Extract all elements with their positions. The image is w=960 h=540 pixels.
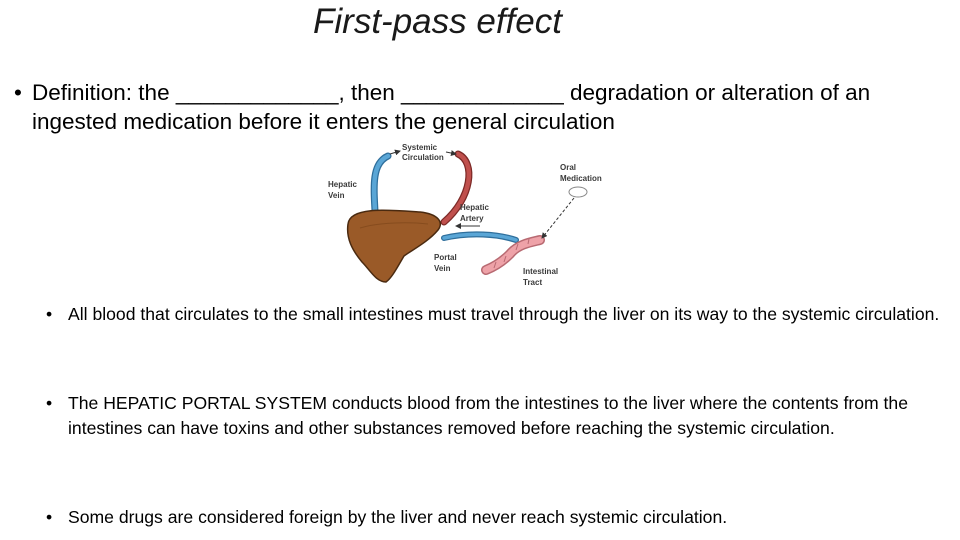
definition-bullet: • Definition: the _____________, then __… — [14, 78, 958, 136]
pill-icon — [568, 186, 588, 198]
label-circulation: Circulation — [402, 153, 444, 162]
label-portal-vein-1: Portal — [434, 253, 457, 262]
oral-medication-arrow — [541, 197, 575, 239]
label-hepatic-artery-1: Hepatic — [460, 203, 489, 212]
bullet-marker: • — [46, 393, 53, 413]
label-hepatic-vein-2: Vein — [328, 191, 345, 200]
slide-title: First-pass effect — [313, 2, 562, 41]
label-intestinal-1: Intestinal — [523, 267, 558, 276]
bullet-marker: • — [46, 304, 53, 324]
point-text: Some drugs are considered foreign by the… — [68, 507, 728, 527]
point-foreign-drugs: • Some drugs are considered foreign by t… — [46, 505, 946, 530]
label-intestinal-2: Tract — [523, 278, 542, 287]
systemic-arrow — [389, 149, 401, 156]
point-blood-flow: • All blood that circulates to the small… — [46, 302, 946, 327]
point-text: The HEPATIC PORTAL SYSTEM conducts blood… — [68, 393, 908, 438]
label-portal-vein-2: Vein — [434, 264, 451, 273]
point-text: All blood that circulates to the small i… — [68, 304, 940, 324]
label-oral-2: Medication — [560, 174, 602, 183]
label-oral-1: Oral — [560, 163, 576, 172]
liver-shape — [346, 209, 441, 283]
bullet-marker: • — [14, 80, 22, 105]
bullet-marker: • — [46, 507, 53, 527]
label-systemic: Systemic — [402, 143, 438, 152]
first-pass-diagram: Systemic Circulation Hepatic Vein Hepati… — [328, 143, 602, 287]
definition-text: Definition: the _____________, then ____… — [32, 80, 871, 134]
point-portal-system: • The HEPATIC PORTAL SYSTEM conducts blo… — [46, 391, 946, 441]
label-hepatic-vein-1: Hepatic — [328, 180, 357, 189]
label-hepatic-artery-2: Artery — [460, 214, 484, 223]
